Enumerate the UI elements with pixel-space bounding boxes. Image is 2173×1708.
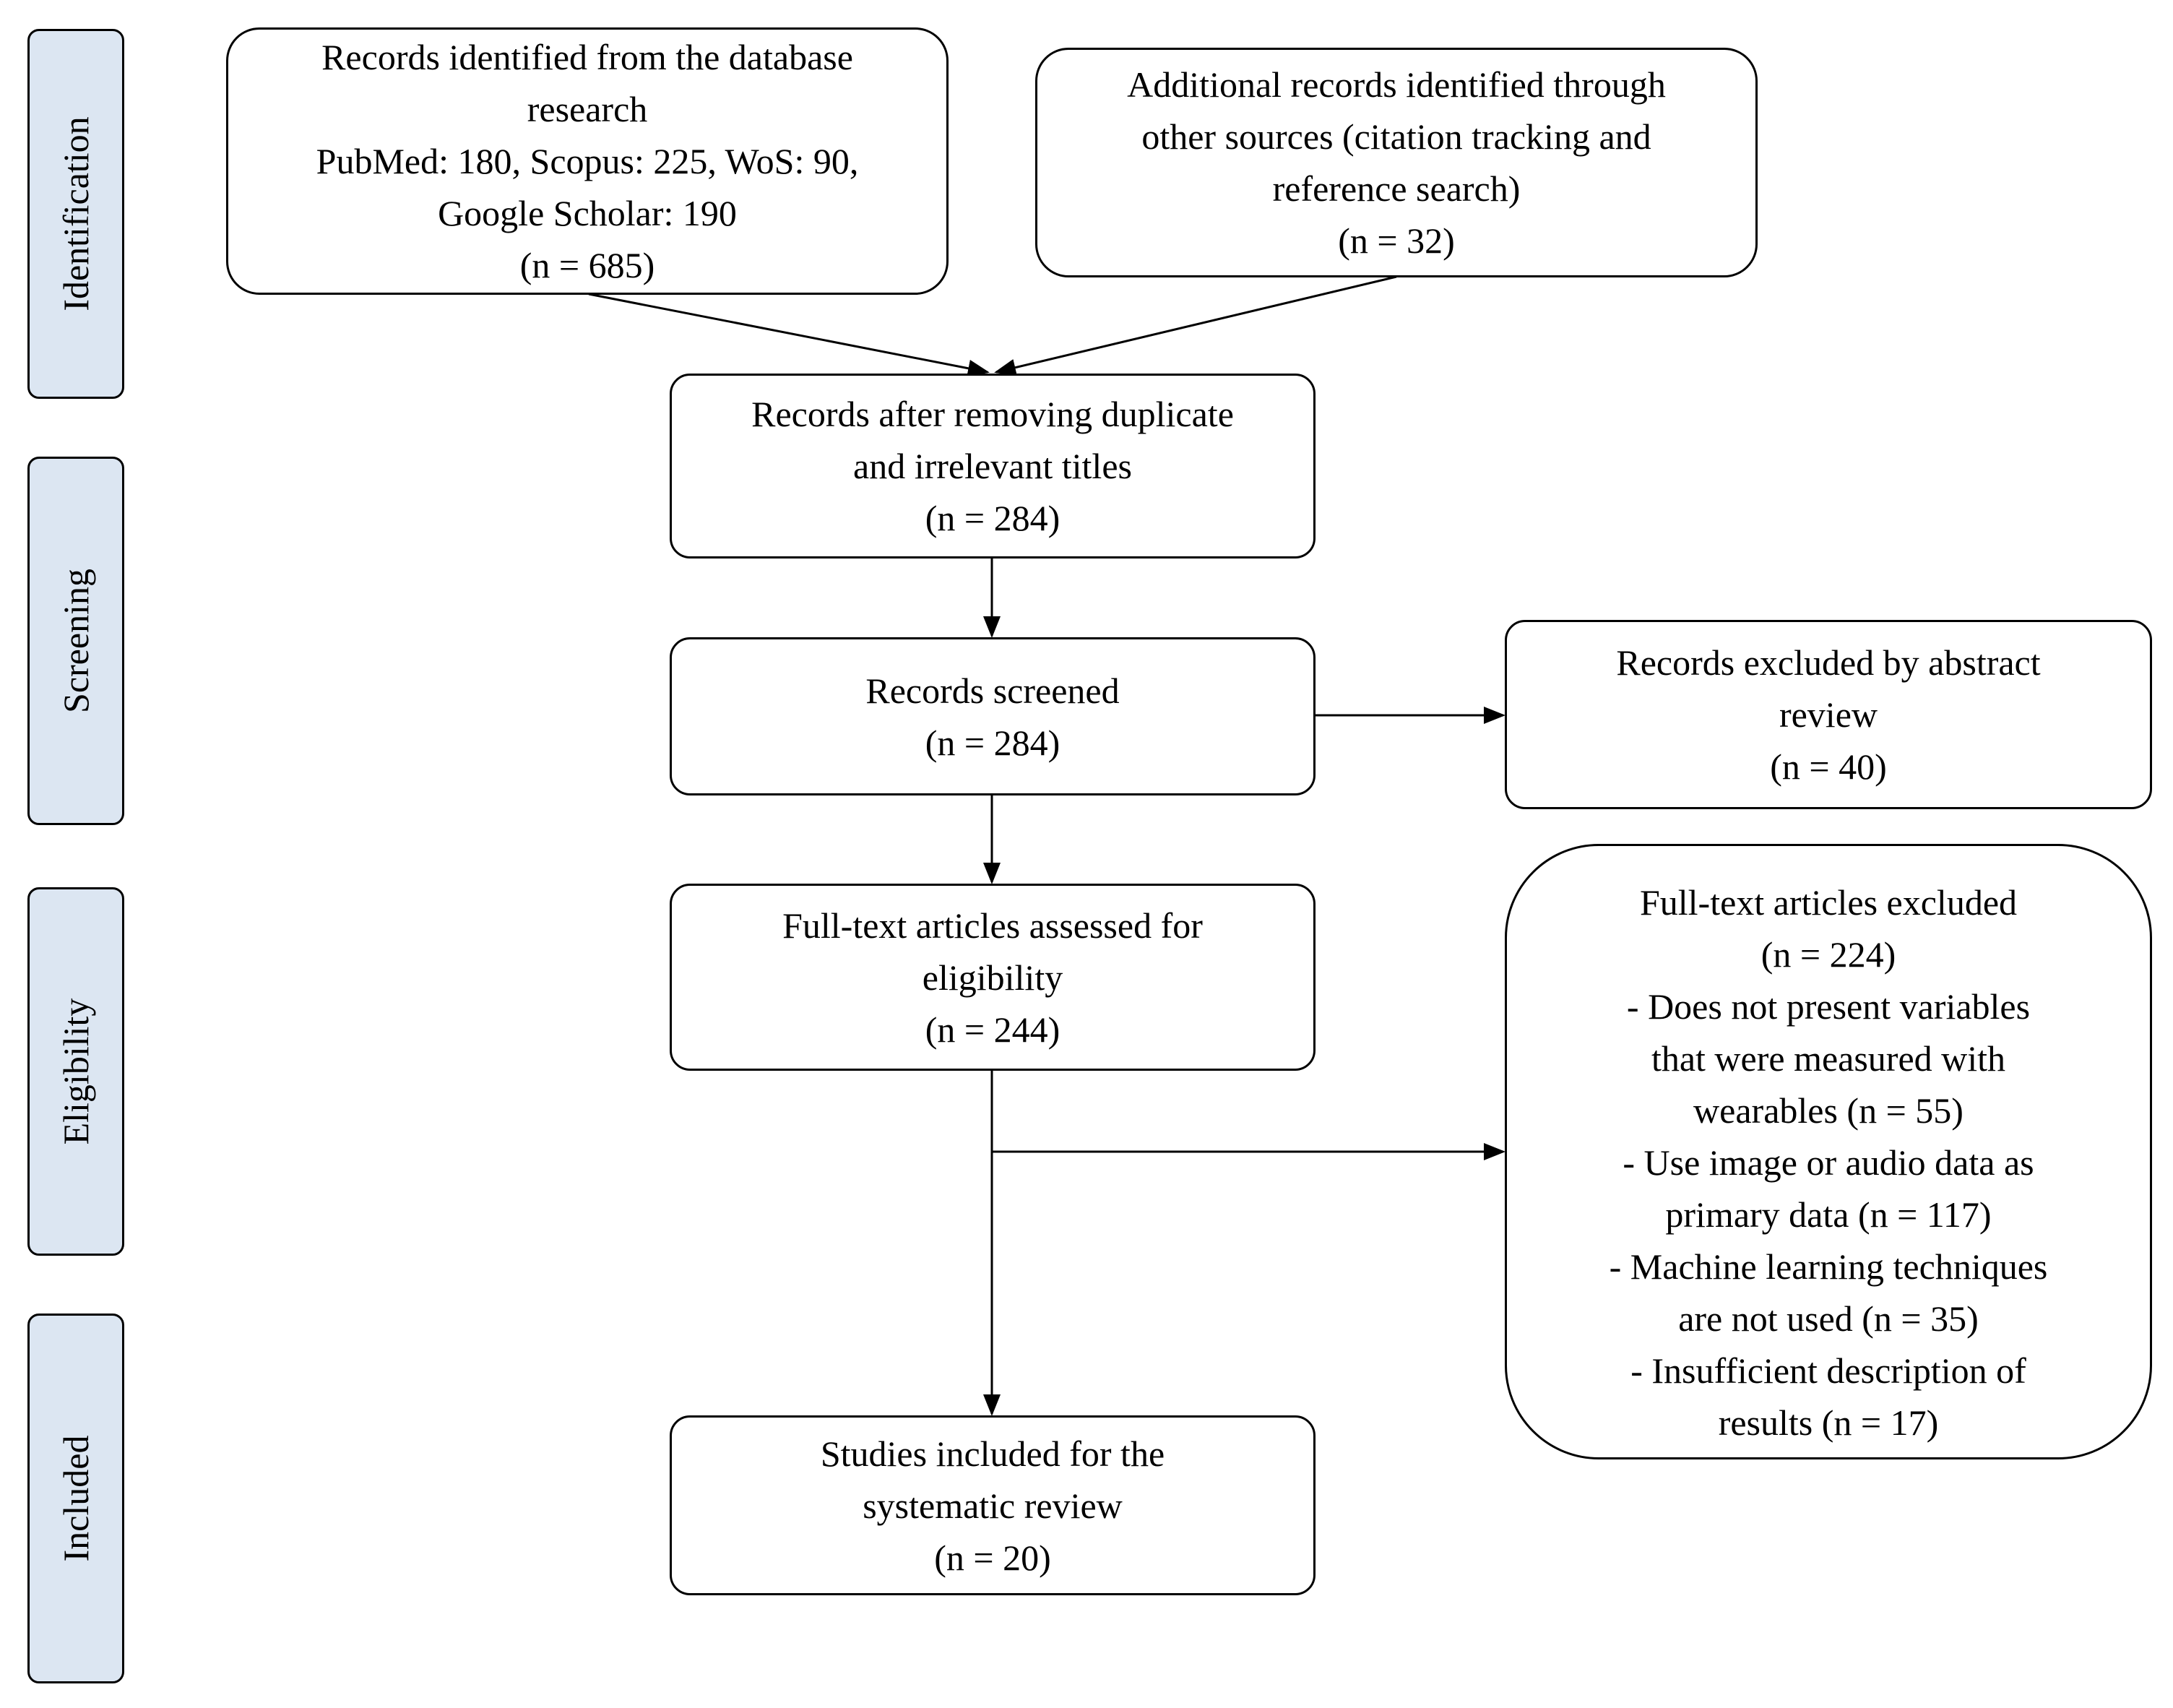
database-line-4: Google Scholar: 190: [438, 193, 737, 233]
arrow-additional-to-merged: [994, 275, 1397, 376]
phase-included: Included: [27, 1314, 124, 1683]
exclusion-reason-line: that were measured with: [1651, 1038, 2006, 1079]
database-count: (n = 685): [519, 245, 655, 285]
database-line-2: research: [527, 89, 648, 129]
additional-count: (n = 32): [1338, 220, 1455, 261]
records-screened-box: Records screened (n = 284): [670, 637, 1316, 795]
exclusion-reason-line: - Machine learning techniques: [1609, 1246, 2048, 1287]
excluded-abstract-count: (n = 40): [1770, 746, 1887, 787]
fulltext-assessed-box: Full-text articles assessed for eligibil…: [670, 884, 1316, 1071]
excluded-by-abstract-box: Records excluded by abstract review (n =…: [1505, 620, 2152, 809]
after-duplicates-line-2: and irrelevant titles: [853, 446, 1132, 486]
excluded-abstract-line-2: review: [1779, 694, 1878, 735]
exclusion-reason-line: results (n = 17): [1718, 1402, 1939, 1443]
additional-records-box: Additional records identified through ot…: [1035, 48, 1758, 277]
included-count: (n = 20): [934, 1537, 1051, 1578]
studies-included-box: Studies included for the systematic revi…: [670, 1415, 1316, 1595]
fulltext-excluded-title: Full-text articles excluded: [1639, 882, 2018, 923]
fulltext-assessed-count: (n = 244): [925, 1009, 1060, 1050]
after-duplicates-box: Records after removing duplicate and irr…: [670, 374, 1316, 558]
exclusion-reason-line: are not used (n = 35): [1678, 1298, 1979, 1339]
additional-line-1: Additional records identified through: [1127, 64, 1666, 105]
exclusion-reason-line: - Insufficient description of: [1630, 1350, 2026, 1391]
database-line-1: Records identified from the database: [321, 37, 853, 77]
exclusion-reason-line: - Does not present variables: [1626, 986, 2031, 1027]
included-line-1: Studies included for the: [820, 1433, 1165, 1474]
arrow-database-to-merged: [588, 293, 990, 377]
fulltext-assessed-line-2: eligibility: [922, 957, 1063, 998]
after-duplicates-count: (n = 284): [925, 498, 1060, 538]
exclusion-reason-line: wearables (n = 55): [1693, 1090, 1964, 1131]
fulltext-excluded-box: Full-text articles excluded (n = 224) - …: [1505, 844, 2152, 1459]
exclusion-reason-line: - Use image or audio data as: [1623, 1142, 2034, 1183]
included-line-2: systematic review: [863, 1485, 1123, 1526]
after-duplicates-line-1: Records after removing duplicate: [751, 394, 1234, 434]
phase-eligibility: Eligibility: [27, 887, 124, 1256]
additional-line-2: other sources (citation tracking and: [1141, 116, 1651, 157]
phase-screening: Screening: [27, 457, 124, 825]
fulltext-excluded-count: (n = 224): [1761, 934, 1896, 975]
excluded-abstract-line-1: Records excluded by abstract: [1616, 642, 2041, 683]
exclusion-reason-line: primary data (n = 117): [1665, 1194, 1992, 1235]
screened-line-1: Records screened: [865, 670, 1120, 711]
additional-line-3: reference search): [1272, 168, 1521, 209]
database-records-box: Records identified from the database res…: [226, 27, 949, 295]
screened-count: (n = 284): [925, 722, 1060, 763]
database-line-3: PubMed: 180, Scopus: 225, WoS: 90,: [316, 141, 859, 181]
phase-identification: Identification: [27, 29, 124, 399]
fulltext-assessed-line-1: Full-text articles assessed for: [782, 905, 1203, 946]
